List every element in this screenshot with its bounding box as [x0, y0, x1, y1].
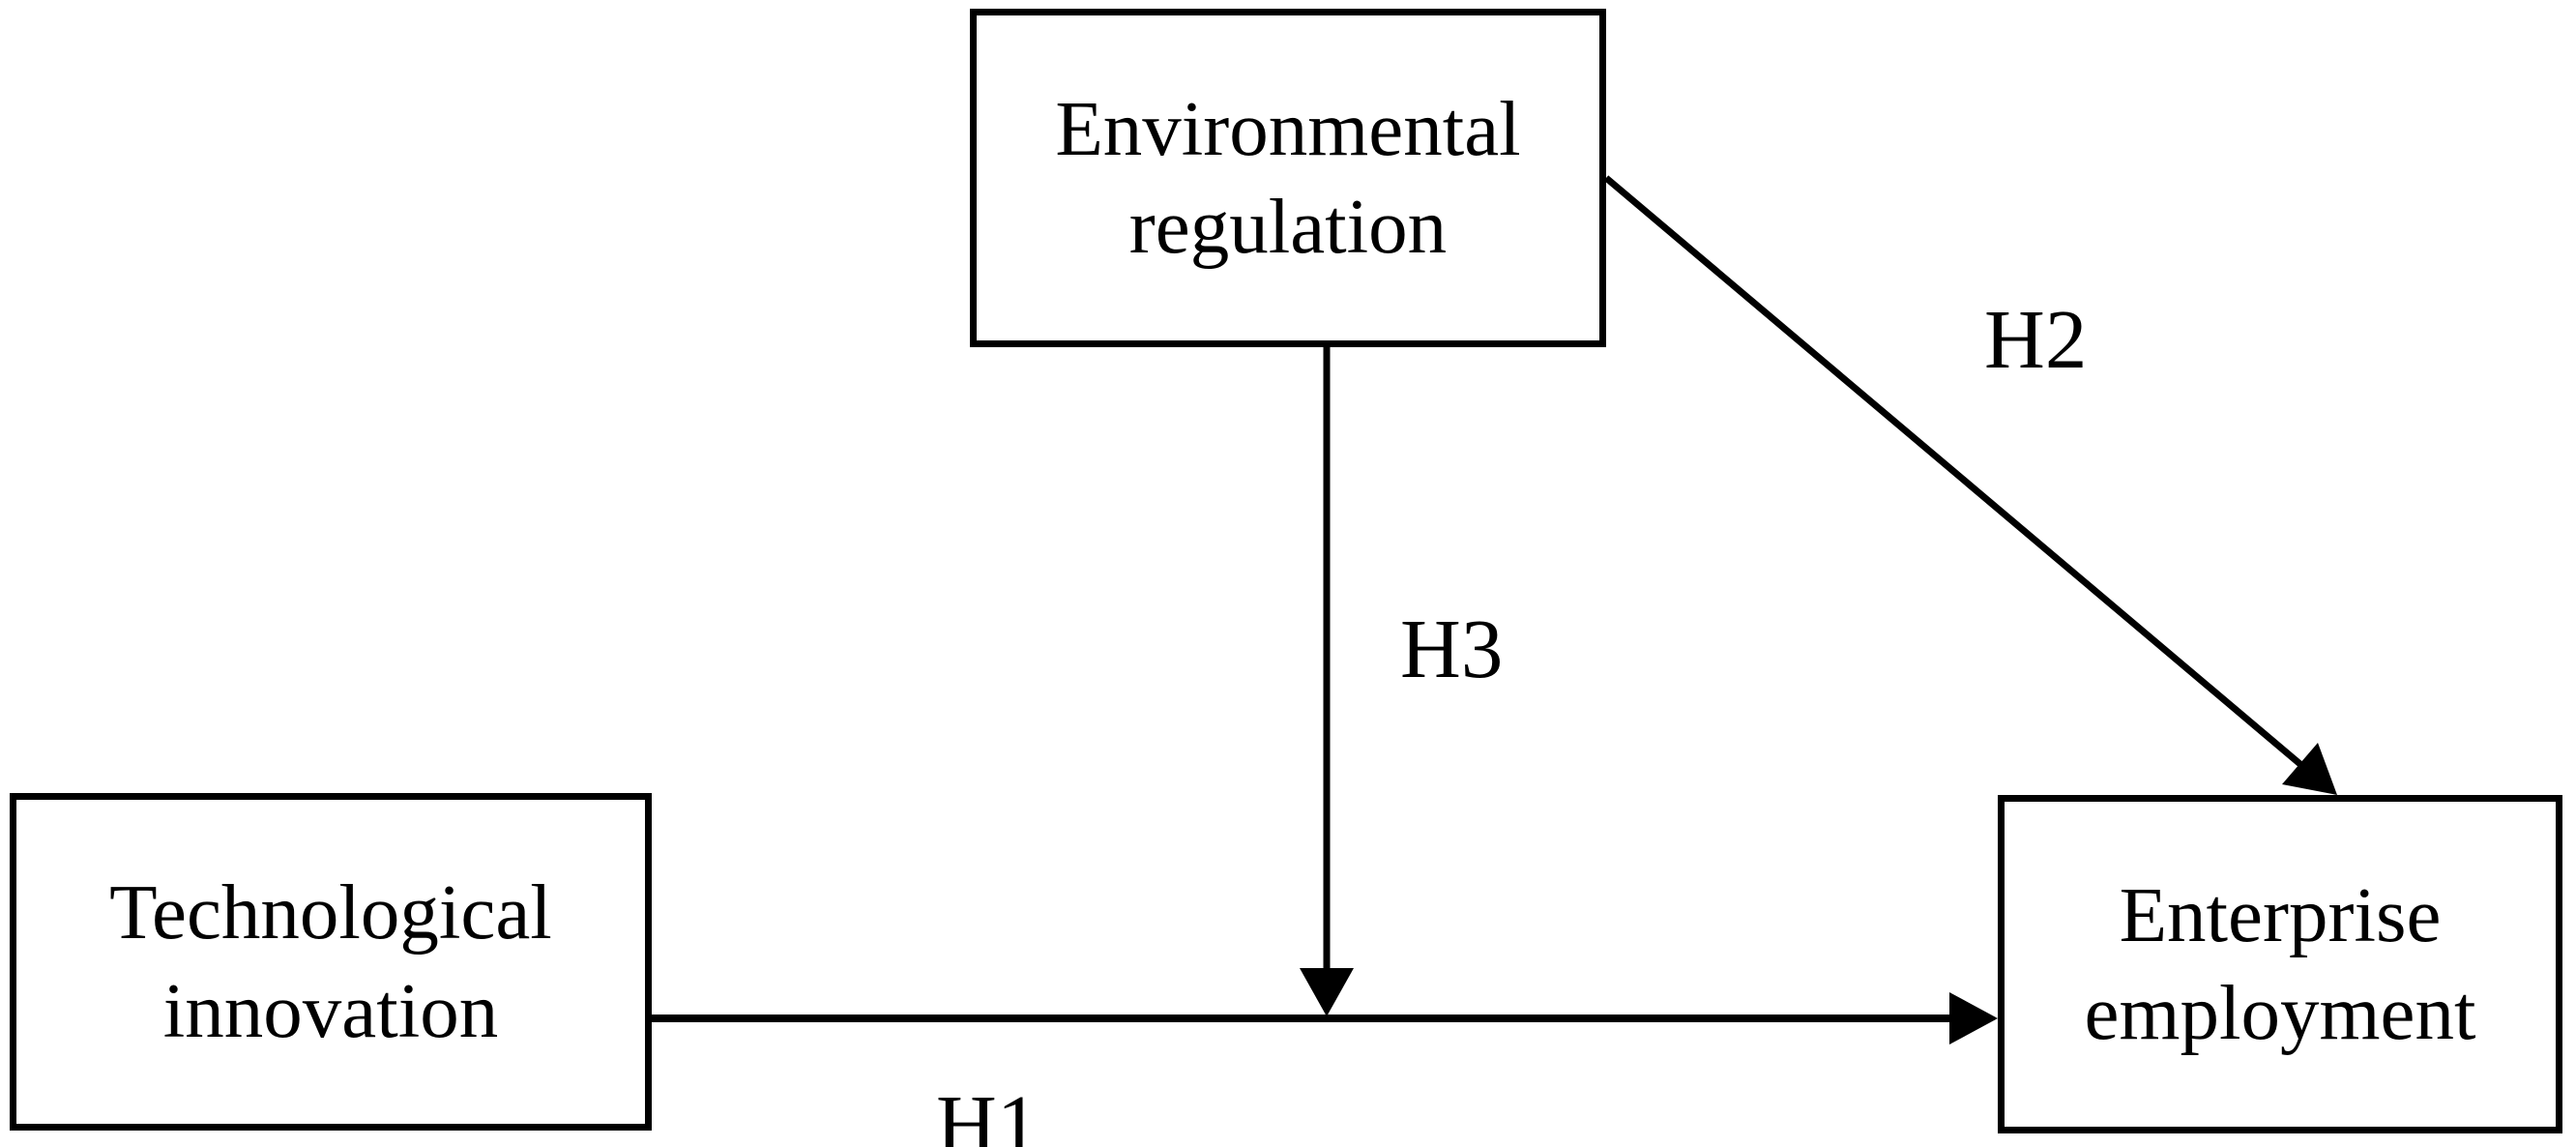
- h2-arrowhead-icon: [2282, 743, 2337, 795]
- node-enterprise-employment: Enterprise employment: [1998, 795, 2562, 1133]
- node-environmental-regulation: Environmental regulation: [970, 9, 1606, 347]
- node-enterprise-employment-line2: employment: [2084, 969, 2476, 1056]
- node-technological-innovation-line2: innovation: [162, 966, 499, 1054]
- node-technological-innovation-line1: Technological: [109, 868, 552, 956]
- h3-arrow-label: H3: [1400, 602, 1504, 695]
- h2-arrow-label: H2: [1984, 292, 2088, 386]
- h1-arrowhead-icon: [1949, 992, 1998, 1044]
- node-technological-innovation: Technological innovation: [10, 793, 652, 1131]
- h3-arrowhead-icon: [1300, 968, 1354, 1016]
- node-environmental-regulation-line2: regulation: [1128, 183, 1448, 270]
- h1-arrow-label: H1: [936, 1077, 1039, 1147]
- node-enterprise-employment-line1: Enterprise: [2119, 870, 2442, 958]
- h2-arrow-line: [1603, 175, 2311, 774]
- node-environmental-regulation-line1: Environmental: [1055, 84, 1521, 172]
